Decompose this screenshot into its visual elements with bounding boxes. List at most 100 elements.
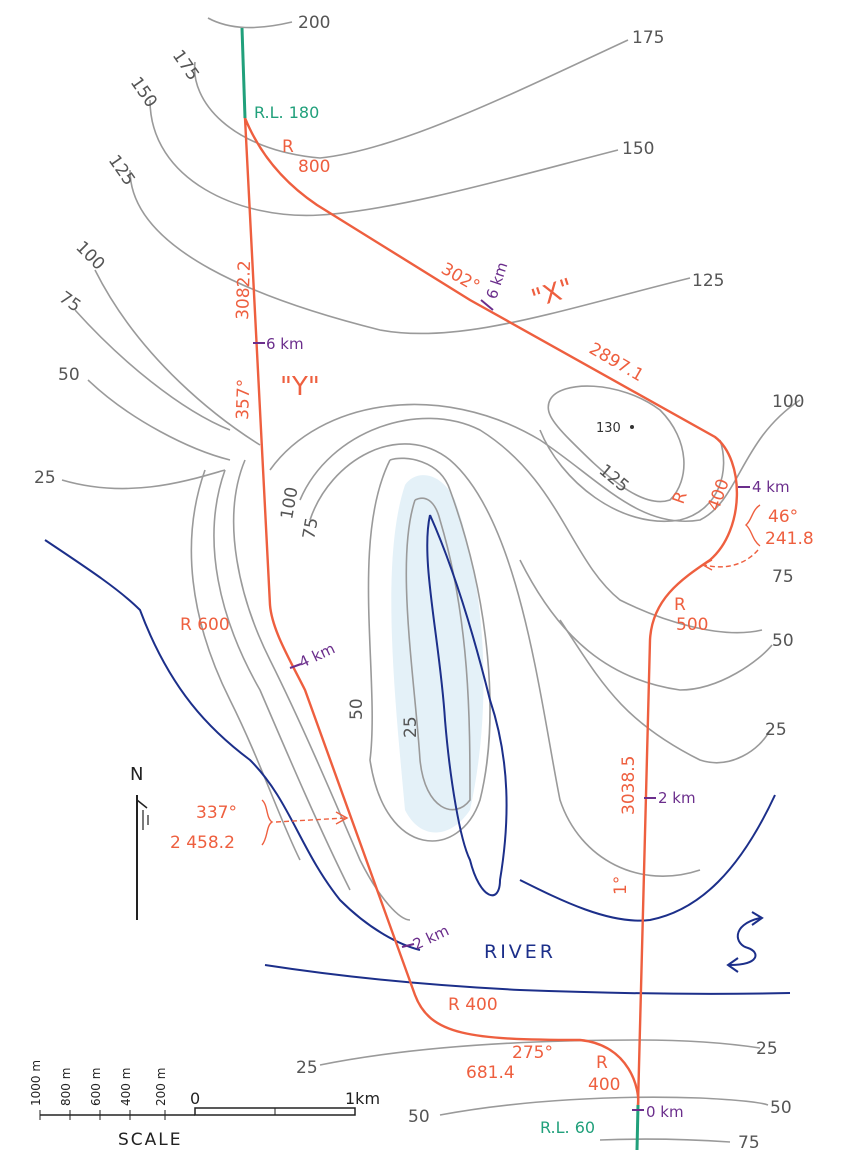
contour-label-50-inner: 50 — [347, 698, 367, 720]
contour-label-100-right: 100 — [772, 392, 804, 412]
contour-label-50-left: 50 — [58, 365, 80, 385]
north-label: N — [130, 764, 143, 785]
chainage-y-4km: 4 km — [296, 639, 338, 671]
contour-label-50-right: 50 — [772, 631, 794, 651]
contour-label-125-right: 125 — [692, 271, 724, 291]
contour-label-25-bottom-right: 25 — [756, 1039, 778, 1059]
contour-label-75-bottom: 75 — [738, 1133, 760, 1153]
curve-radius-labels: R 800 R 400 R 500 R 600 R 400 R 400 — [180, 137, 734, 1095]
chainage-e-0km: 0 km — [646, 1103, 684, 1121]
river-right-bank — [519, 794, 776, 922]
chainage-x-6km: 6 km — [483, 260, 512, 301]
river-lines — [44, 514, 791, 995]
scale-tick-600: 600 m — [89, 1068, 103, 1106]
contour-label-175-top: 175 — [632, 28, 664, 48]
contour-right-2 — [519, 559, 773, 691]
rl-top-marker — [240, 27, 247, 119]
contour-label-25-right: 25 — [765, 720, 787, 740]
distance-3038: 3038.5 — [619, 756, 639, 815]
scale-tick-400: 400 m — [119, 1068, 133, 1106]
curve-r800-r: R — [282, 137, 294, 157]
road-route — [243, 116, 739, 1107]
contour-label-75-inner: 75 — [299, 516, 322, 541]
scale-zero: 0 — [190, 1089, 200, 1108]
curve-r400-se-r: R — [596, 1053, 608, 1073]
rl-bottom-marker — [635, 1104, 640, 1151]
contour-25-left — [61, 469, 226, 490]
contour-label-25-bottom-left: 25 — [296, 1058, 318, 1078]
river-flow-symbol — [726, 911, 764, 973]
route-y-name: "Y" — [280, 372, 320, 402]
chainage-y-2km: 2 km — [410, 921, 452, 953]
contour-bottom-75 — [599, 1138, 731, 1143]
river-left-bank — [44, 539, 421, 951]
contour-lines — [61, 17, 801, 1143]
scale-tick-800: 800 m — [59, 1068, 73, 1106]
curve-r400-river: R 400 — [448, 995, 498, 1015]
bearing-46: 46° — [768, 507, 798, 527]
scale-title: SCALE — [118, 1130, 183, 1150]
contour-label-25-left: 25 — [34, 468, 56, 488]
bearing-357: 357° — [233, 379, 254, 421]
contour-label-50-bottom-left: 50 — [408, 1107, 430, 1127]
spot-height-dot — [630, 425, 634, 429]
leader-46-arrow — [701, 559, 713, 571]
curve-r400-se-value: 400 — [588, 1075, 620, 1095]
leader-337 — [275, 817, 346, 823]
river-channel — [426, 514, 508, 897]
route-y-line — [243, 116, 640, 1107]
distance-2458: 2 458.2 — [170, 833, 235, 853]
contour-left-valley-1 — [232, 459, 411, 921]
contour-100-inner — [299, 417, 763, 634]
curve-r500-r: R — [674, 595, 686, 615]
contour-label-175-left: 175 — [168, 46, 203, 84]
chainage-ticks — [253, 299, 750, 1111]
contour-200 — [207, 17, 293, 29]
contour-label-125-left: 125 — [104, 151, 139, 189]
distance-3082: 3082.2 — [233, 260, 255, 320]
contour-label-75-right: 75 — [772, 567, 794, 587]
contour-125-inner — [269, 399, 801, 523]
curve-r500-value: 500 — [676, 615, 708, 635]
contour-label-130-spot: 130 — [596, 421, 621, 436]
route-x-line — [243, 116, 739, 1107]
contour-left-valley-3 — [190, 469, 301, 861]
rl-bottom-label: R.L. 60 — [540, 1118, 595, 1137]
bearing-275: 275° — [512, 1043, 553, 1063]
contour-bottom-50 — [439, 1096, 769, 1116]
contour-125-hill — [539, 429, 725, 523]
contour-150 — [149, 99, 619, 217]
bearing-1: 1° — [611, 876, 631, 895]
contour-bottom-25 — [319, 1039, 761, 1066]
bracket-46 — [744, 504, 761, 547]
contour-label-150-left: 150 — [126, 73, 161, 111]
leader-46 — [704, 549, 759, 568]
contour-label-200: 200 — [298, 13, 330, 33]
contour-label-25-inner: 25 — [401, 716, 421, 738]
contour-label-50-bottom-right: 50 — [770, 1098, 792, 1118]
contour-25-inner — [405, 497, 471, 811]
bracket-337 — [261, 799, 274, 846]
curve-r400-ne-value: 400 — [704, 476, 734, 513]
chainage-e-2km: 2 km — [658, 789, 696, 807]
contour-100-left — [94, 269, 261, 446]
contour-75-inner — [309, 443, 701, 877]
bearing-302: 302° — [438, 259, 483, 297]
leader-337-arrow — [335, 811, 349, 825]
contour-label-75-left: 75 — [55, 288, 84, 317]
curve-r800-value: 800 — [298, 157, 330, 177]
contour-130-hill — [547, 385, 685, 503]
scale-bar: 1000 m 800 m 600 m 400 m 200 m 0 1km SCA… — [29, 1060, 380, 1150]
scale-tick-200: 200 m — [154, 1068, 168, 1106]
contour-125 — [129, 169, 691, 335]
scale-tick-1000: 1000 m — [29, 1060, 43, 1106]
river-main — [264, 964, 791, 995]
north-arrow: N — [130, 764, 149, 920]
contour-75-left — [74, 309, 231, 431]
chainage-e-4km: 4 km — [752, 478, 790, 496]
contour-left-valley-2 — [213, 469, 351, 891]
contour-label-100-inner: 100 — [277, 485, 302, 520]
contour-50-inner — [367, 457, 491, 842]
distance-681: 681.4 — [466, 1063, 515, 1083]
